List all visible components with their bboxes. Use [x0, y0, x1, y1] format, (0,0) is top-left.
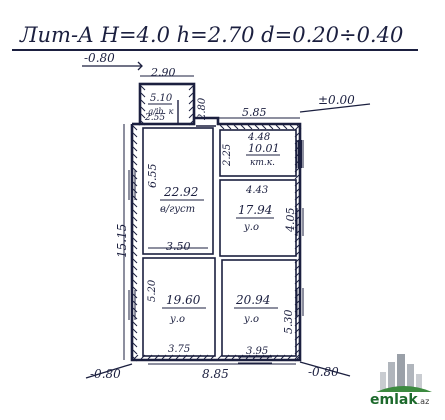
emlak-watermark: emlak.az — [368, 350, 442, 414]
level-marker-bottom-right: -0.80 — [299, 361, 351, 379]
dim-top-small-width: 2.90 — [150, 66, 176, 79]
dim-bottom-left-height: 5.20 — [147, 279, 158, 302]
dim-kitchen-width: 4.48 — [247, 132, 270, 143]
room-bedroom-2: 19.60 у.о — [162, 293, 206, 325]
svg-text:-0.80: -0.80 — [308, 365, 339, 379]
room-bedroom-1: 17.94 у.о — [236, 203, 274, 233]
dim-bottom-right-width: 3.95 — [246, 346, 268, 357]
level-marker-top-left: -0.80 — [82, 51, 143, 71]
svg-text:в/густ: в/густ — [160, 204, 195, 215]
dim-bottom-left-width: 3.75 — [168, 344, 190, 355]
svg-text:22.92: 22.92 — [163, 185, 198, 199]
windows — [128, 140, 304, 364]
svg-text:20.94: 20.94 — [235, 293, 270, 307]
dim-room1-height: 6.55 — [146, 164, 159, 189]
dim-right-top-width: 5.85 — [242, 106, 267, 119]
dim-kitchen-depth: 2.25 — [222, 144, 233, 167]
level-marker-bottom-left: -0.80 — [85, 363, 133, 381]
city-skyline-icon — [376, 354, 432, 392]
svg-text:у.о: у.о — [243, 314, 259, 325]
svg-text:-0.80: -0.80 — [90, 367, 121, 381]
dimension-lines — [123, 75, 300, 365]
svg-text:19.60: 19.60 — [166, 293, 201, 307]
dim-left-height: 15.15 — [115, 224, 129, 258]
svg-text:17.94: 17.94 — [238, 203, 272, 217]
svg-text:±0.00: ±0.00 — [318, 93, 355, 107]
level-marker-top-right: ±0.00 — [299, 93, 371, 113]
svg-text:у.о: у.о — [243, 222, 259, 233]
dim-mid-width-left: 3.50 — [166, 240, 191, 253]
room-bedroom-3: 20.94 у.о — [234, 293, 278, 325]
svg-text:кт.к.: кт.к. — [250, 158, 275, 168]
svg-text:g/ib. к: g/ib. к — [148, 107, 174, 116]
dim-right-mid-height: 4.05 — [284, 208, 297, 234]
plan-title: Лит-А H=4.0 h=2.70 d=0.20÷0.40 — [19, 23, 403, 47]
room-living: 22.92 в/густ — [160, 185, 204, 215]
outer-walls — [130, 82, 302, 362]
dim-overall-width: 8.85 — [202, 367, 229, 381]
dim-small-room-inner: 2.55 — [144, 113, 165, 123]
svg-text:-0.80: -0.80 — [84, 51, 115, 65]
dim-small-room-side: 2.80 — [197, 97, 208, 121]
room-kitchen: 10.01 кт.к. — [246, 142, 280, 168]
dim-bottom-right-height: 5.30 — [282, 310, 295, 335]
svg-text:5.10: 5.10 — [150, 93, 173, 104]
svg-text:у.о: у.о — [169, 314, 185, 325]
room-utility-small: 5.10 g/ib. к — [148, 93, 174, 116]
emlak-brand-text: emlak.az — [370, 392, 430, 408]
svg-text:10.01: 10.01 — [248, 142, 280, 155]
dim-mid-width-right: 4.43 — [245, 185, 268, 196]
